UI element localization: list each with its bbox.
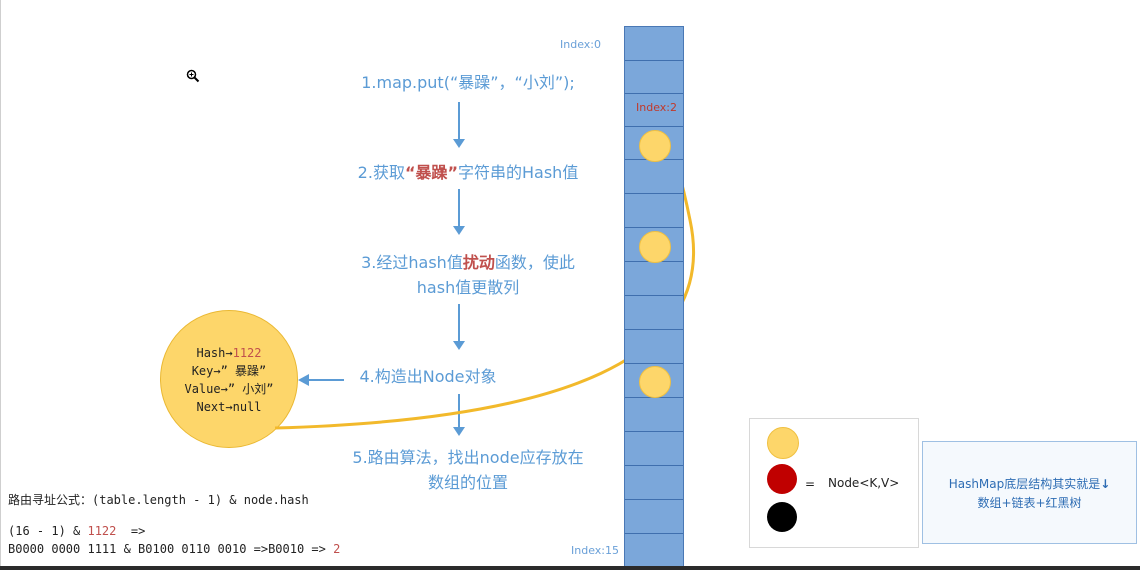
formula-hash-value: 1122 [87, 524, 117, 538]
array-node-dot [639, 231, 671, 263]
flow-arrow-4 [453, 394, 465, 436]
step-3-key: 扰动 [462, 253, 495, 272]
step-2-suffix: 字符串的Hash值 [458, 163, 579, 182]
legend-yellow-dot [767, 427, 799, 459]
node-next-line: Next→null [196, 400, 262, 414]
note-line2: 数组+链表+红黑树 [977, 496, 1082, 510]
cell-divider [625, 363, 683, 364]
flow-arrow-2 [453, 189, 465, 235]
node-object: Hash→1122 Key→” 暴躁” Value→” 小刘” Next→nul… [160, 310, 298, 448]
cell-divider [625, 60, 683, 61]
legend-red-dot [767, 464, 797, 494]
legend-label: Node<K,V> [828, 476, 900, 490]
hash-table-array [624, 26, 684, 568]
note-box: HashMap底层结构其实就是↓ 数组+链表+红黑树 [922, 441, 1137, 544]
step-1: 1.map.put(“暴躁”，“小刘”); [361, 73, 575, 92]
step-3-prefix: 3.经过hash值 [361, 253, 463, 272]
step-4: 4.构造出Node对象 [359, 367, 497, 386]
formula-result: 2 [333, 542, 341, 556]
step-2-prefix: 2.获取 [357, 163, 405, 182]
cell-divider [625, 465, 683, 466]
node-value-line: Value→” 小刘” [184, 382, 274, 396]
step-2-key: “暴躁” [404, 163, 458, 182]
legend-black-dot [767, 502, 797, 532]
cell-divider [625, 295, 683, 296]
flow-arrow-3 [453, 304, 465, 350]
flow-arrow-1 [453, 102, 465, 148]
node-key-line: Key→” 暴躁” [191, 364, 267, 378]
step-3-suffix: 函数，使此 [494, 253, 575, 272]
array-index-2: Index:2 [636, 101, 677, 114]
routing-formula-line2: B0000 0000 1111 & B0100 0110 0010 =>B001… [8, 542, 341, 556]
cell-divider [625, 227, 683, 228]
step-5-line1: 5.路由算法，找出node应存放在 [352, 448, 584, 467]
node-hash-value: 1122 [232, 346, 262, 360]
array-node-dot [639, 366, 671, 398]
down-arrow-icon: ↓ [1100, 477, 1111, 491]
array-node-dot [639, 130, 671, 162]
legend-equals: = [805, 477, 816, 491]
array-index-0: Index:0 [560, 38, 601, 51]
cell-divider [625, 329, 683, 330]
left-border [0, 0, 1, 570]
legend-box: = Node<K,V> [749, 418, 919, 548]
cell-divider [625, 93, 683, 94]
cell-divider [625, 499, 683, 500]
step-3-line2: hash值更散列 [416, 278, 520, 297]
cell-divider [625, 431, 683, 432]
cell-divider [625, 533, 683, 534]
routing-formula-title: 路由寻址公式：(table.length - 1) & node.hash [8, 493, 309, 507]
array-index-15: Index:15 [571, 544, 619, 557]
step-2: 2.获取“暴躁”字符串的Hash值 [308, 160, 628, 185]
cell-divider [625, 126, 683, 127]
step-5: 5.路由算法，找出node应存放在 数组的位置 [288, 445, 648, 495]
step-3: 3.经过hash值扰动函数，使此 hash值更散列 [308, 250, 628, 300]
routing-formula-line1: (16 - 1) & 1122 => [8, 524, 146, 538]
bottom-edge [0, 566, 1140, 570]
zoom-in-icon [186, 68, 200, 83]
step-5-line2: 数组的位置 [427, 473, 508, 492]
cell-divider [625, 193, 683, 194]
arrow-to-node [298, 372, 348, 386]
note-line1: HashMap底层结构其实就是↓ [948, 477, 1111, 491]
node-hash-line: Hash→1122 [196, 346, 262, 360]
